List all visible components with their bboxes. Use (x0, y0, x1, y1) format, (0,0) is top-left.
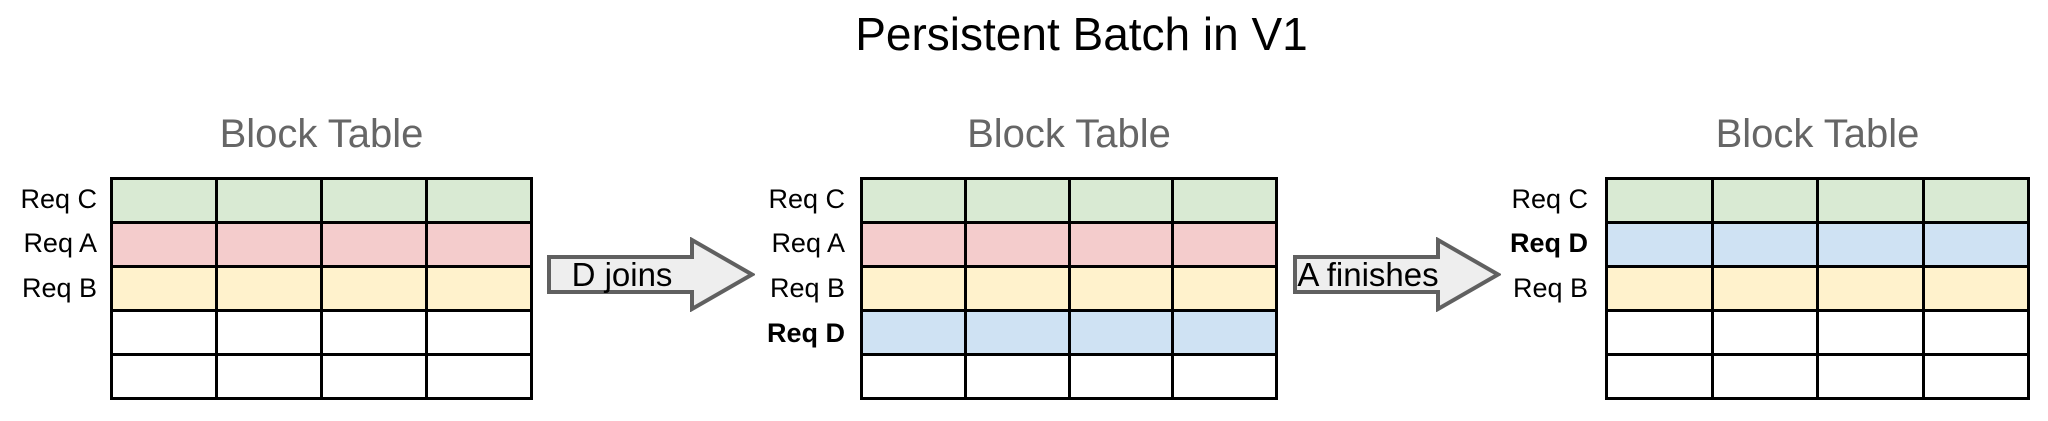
panel-1-title: Block Table (219, 112, 424, 156)
block-cell (1924, 224, 2027, 265)
block-cell (1924, 356, 2027, 397)
page-title: Persistent Batch in V1 (855, 8, 1308, 60)
arrow-a-finishes: A finishes (1293, 237, 1501, 312)
block-cell (1924, 180, 2027, 221)
block-cell (1608, 312, 1711, 353)
block-cell (1608, 224, 1711, 265)
panel-1-row-labels: Req C Req A Req B (0, 177, 97, 400)
block-cell (323, 268, 425, 309)
block-cell (428, 356, 530, 397)
block-cell (218, 224, 320, 265)
block-cell (1608, 180, 1711, 221)
block-cell (1070, 268, 1172, 309)
block-cell (323, 312, 425, 353)
block-cell (863, 356, 964, 397)
block-cell (1070, 312, 1172, 353)
block-cell (1819, 356, 1922, 397)
block-cell (1819, 312, 1922, 353)
block-cell (1924, 312, 2027, 353)
block-cell (863, 180, 964, 221)
block-cell (218, 268, 320, 309)
row-label (1440, 311, 1588, 356)
row-label: Req D (1509, 228, 1588, 259)
block-table-grid (110, 177, 533, 400)
block-cell (1070, 180, 1172, 221)
block-cell (323, 180, 425, 221)
block-cell (1070, 356, 1172, 397)
arrow-label: D joins (571, 255, 673, 293)
arrow-label: A finishes (1297, 255, 1439, 293)
block-cell (1608, 268, 1711, 309)
block-cell (1713, 312, 1816, 353)
row-label: Req B (1512, 272, 1588, 303)
block-cell (1819, 180, 1922, 221)
row-label (0, 311, 97, 356)
row-label: Req D (766, 317, 845, 348)
block-cell (113, 180, 215, 221)
block-cell (1174, 268, 1275, 309)
block-cell (1713, 356, 1816, 397)
block-cell (1713, 268, 1816, 309)
block-cell (218, 356, 320, 397)
panel-2-title: Block Table (967, 112, 1171, 156)
row-label: Req A (771, 228, 845, 259)
block-cell (966, 224, 1068, 265)
arrow-right-icon (547, 237, 755, 312)
block-cell (966, 312, 1068, 353)
block-cell (966, 356, 1068, 397)
block-cell (113, 356, 215, 397)
block-cell (428, 180, 530, 221)
block-cell (1713, 180, 1816, 221)
row-label (1440, 355, 1588, 400)
block-cell (863, 268, 964, 309)
block-cell (863, 224, 964, 265)
block-cell (1174, 224, 1275, 265)
block-cell (1924, 268, 2027, 309)
block-cell (1819, 224, 1922, 265)
arrow-d-joins: D joins (547, 237, 755, 312)
block-cell (1174, 180, 1275, 221)
block-table-grid (860, 177, 1278, 400)
block-cell (113, 268, 215, 309)
row-label: Req B (21, 272, 97, 303)
block-cell (1070, 224, 1172, 265)
block-cell (1713, 224, 1816, 265)
block-cell (218, 312, 320, 353)
block-cell (1174, 312, 1275, 353)
arrow-right-icon (1293, 237, 1501, 312)
block-cell (1608, 356, 1711, 397)
block-cell (1174, 356, 1275, 397)
block-cell (966, 268, 1068, 309)
panel-3-row-labels: Req C Req D Req B (1440, 177, 1588, 400)
block-cell (863, 312, 964, 353)
block-table-grid (1605, 177, 2030, 400)
panel-3-title: Block Table (1715, 112, 1920, 156)
block-cell (113, 224, 215, 265)
row-label: Req B (769, 272, 845, 303)
panel-2-row-labels: Req C Req A Req B Req D (700, 177, 845, 400)
row-label (700, 355, 845, 400)
row-label: Req A (23, 228, 97, 259)
row-label: Req C (1511, 183, 1588, 214)
block-cell (428, 224, 530, 265)
block-cell (428, 268, 530, 309)
block-cell (428, 312, 530, 353)
row-label: Req C (768, 183, 845, 214)
block-cell (323, 356, 425, 397)
row-label: Req C (20, 183, 97, 214)
block-cell (966, 180, 1068, 221)
block-cell (323, 224, 425, 265)
row-label (0, 355, 97, 400)
block-cell (1819, 268, 1922, 309)
block-cell (113, 312, 215, 353)
block-cell (218, 180, 320, 221)
